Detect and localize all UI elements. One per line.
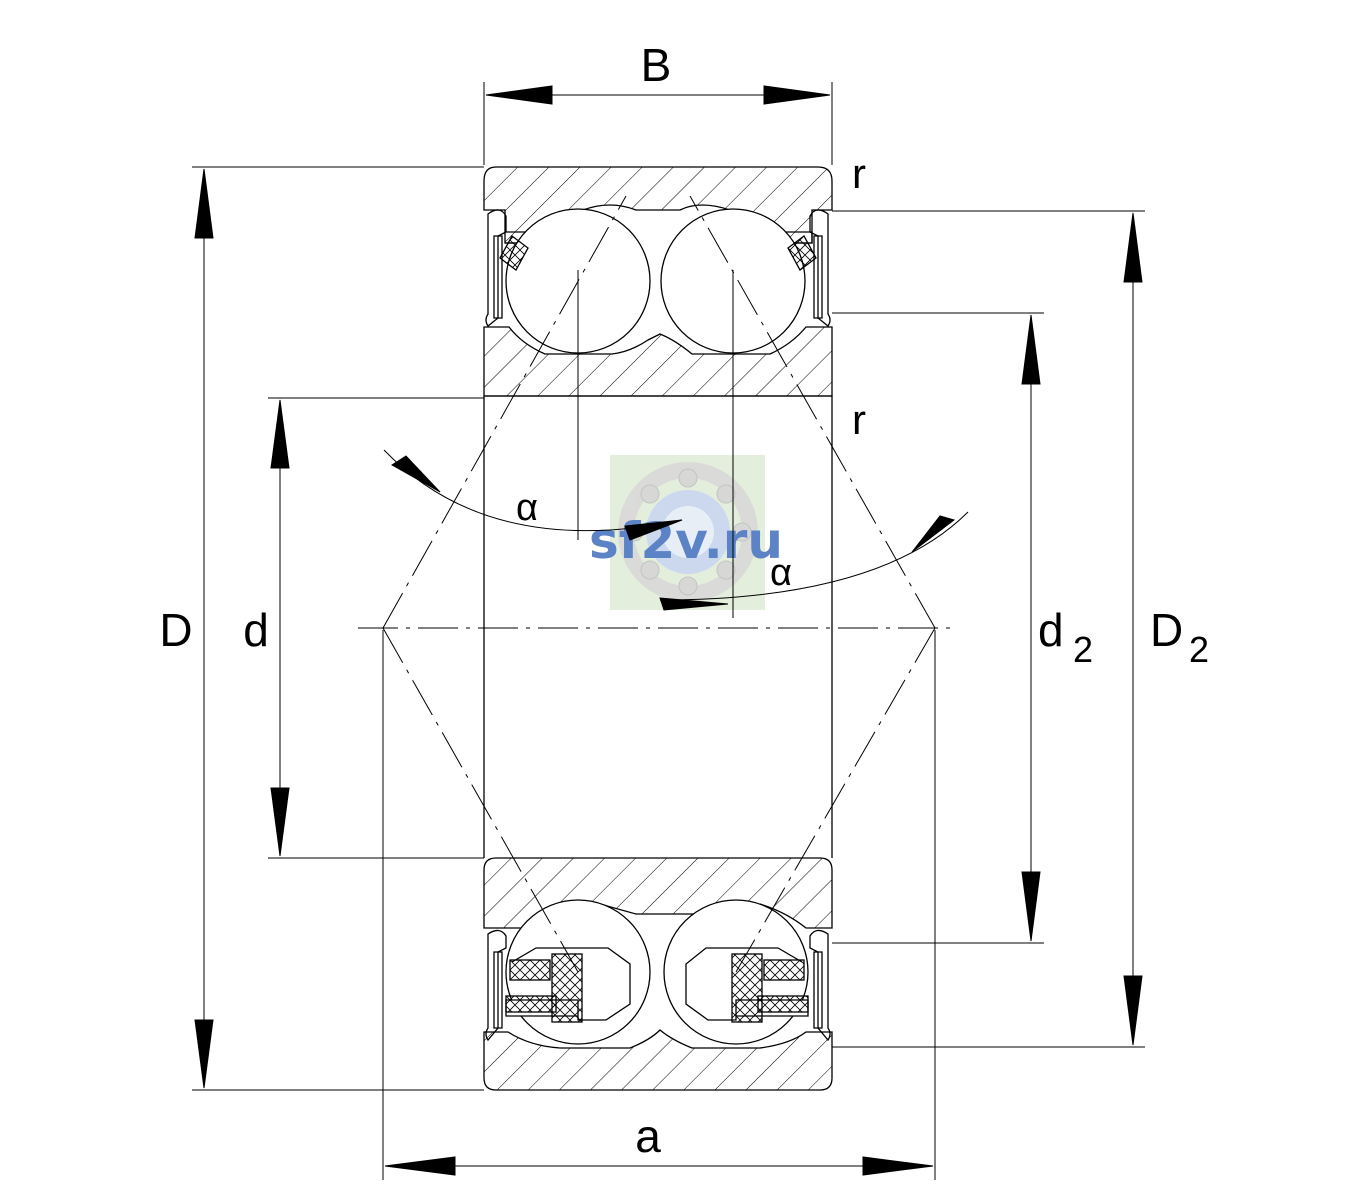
watermark-text: sf2v.ru: [589, 512, 783, 570]
cage-bottom-right: [685, 947, 809, 1023]
construction-lines: [358, 195, 958, 973]
dimension-lines: [192, 82, 1145, 1180]
cage-bottom-left: [505, 947, 631, 1023]
inner-ring-top: [483, 326, 833, 397]
label-D2-base: D: [1150, 604, 1183, 656]
pressure-line-right-up: [689, 195, 936, 629]
watermark: sf2v.ru: [589, 455, 783, 610]
seal-bottom-left: [485, 929, 507, 1042]
label-r-top: r: [852, 150, 866, 197]
pressure-line-right-down: [735, 627, 936, 973]
label-D2-sub: 2: [1189, 629, 1209, 670]
cage-top-right: [787, 235, 817, 271]
watermark-bearing-icon: [618, 462, 758, 602]
label-d: d: [243, 604, 269, 656]
ball-center-lines: [577, 270, 734, 618]
seal-top-right: [809, 209, 831, 327]
label-D: D: [159, 604, 192, 656]
label-r-mid: r: [852, 396, 866, 443]
pressure-line-left-down: [382, 627, 579, 973]
label-alpha-left: α: [516, 487, 538, 529]
label-d2-base: d: [1038, 604, 1064, 656]
seal-top-left: [485, 209, 507, 327]
label-alpha-right: α: [770, 552, 792, 594]
inner-ring-bottom: [483, 1029, 833, 1091]
label-B: B: [641, 39, 672, 91]
label-a: a: [635, 1110, 661, 1162]
cage-top-left: [499, 235, 529, 271]
seal-bottom-right: [809, 929, 831, 1042]
alpha-arc-right: [659, 511, 969, 601]
pressure-line-left-up: [382, 195, 627, 629]
label-d2-sub: 2: [1073, 629, 1093, 670]
